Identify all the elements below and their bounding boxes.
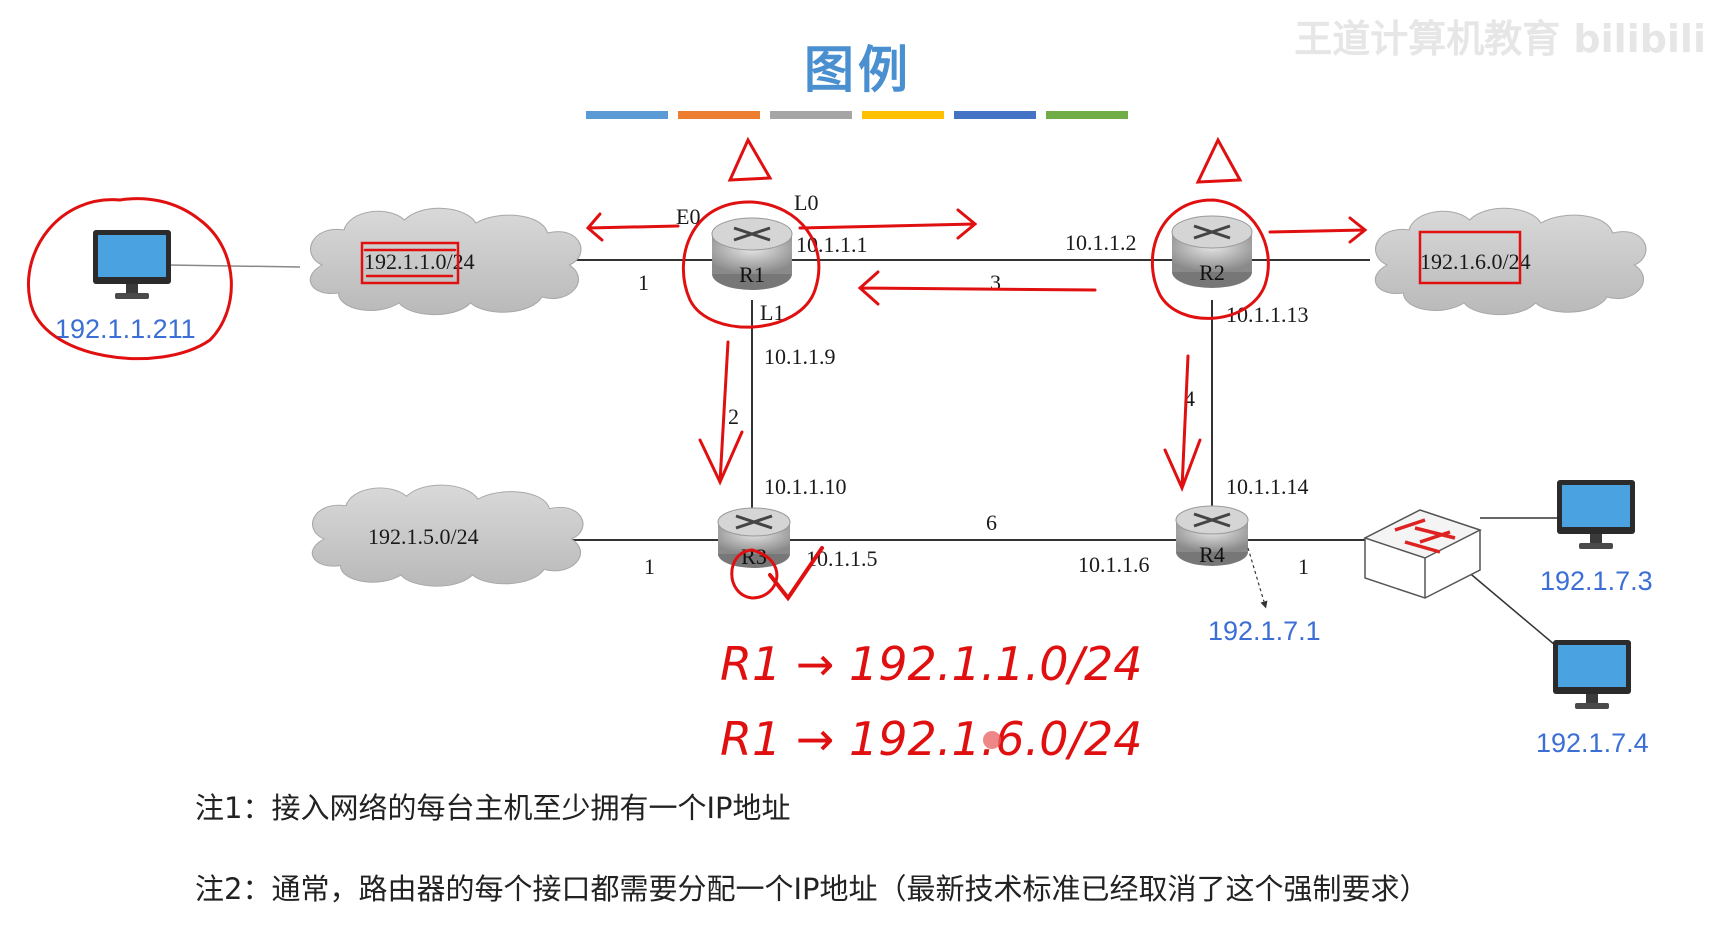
- arrow-left-net1: [585, 212, 680, 242]
- r3-label: R3: [741, 544, 767, 569]
- handwritten-annotations: [27, 136, 1522, 602]
- handwritten-line-1: R1 → 192.1.1.0/24: [720, 637, 1143, 691]
- legend-bar-1: [586, 111, 668, 119]
- r4-label: R4: [1199, 542, 1225, 567]
- r2-label: R2: [1199, 260, 1225, 285]
- triangle-r2: [1195, 136, 1243, 184]
- cloud-net5: 192.1.5.0/24: [311, 484, 584, 587]
- iface-r2-left: 10.1.1.2: [1065, 230, 1137, 255]
- link-switch-host4: [1459, 564, 1556, 646]
- checkmark-r3: [768, 546, 824, 602]
- box-net1: [360, 241, 460, 285]
- link-label-r1-r2: 3: [990, 270, 1001, 295]
- cloud-net6: 192.1.6.0/24: [1374, 207, 1647, 316]
- iface-r4-left: 10.1.1.6: [1078, 552, 1150, 577]
- iface-l0: L0: [794, 190, 818, 215]
- router-r4: R4: [1175, 505, 1249, 567]
- link-label-r3-r4: 6: [986, 510, 997, 535]
- host-3-label: 192.1.7.3: [1540, 566, 1653, 596]
- legend-bar-2: [678, 111, 760, 119]
- net6-label: 192.1.6.0/24: [1420, 249, 1531, 274]
- iface-r1-right: 10.1.1.1: [796, 232, 868, 257]
- circle-r2: [1150, 198, 1270, 320]
- link-label-net5-r3: 1: [644, 554, 655, 579]
- handwritten-line-2: R1 → 192.1.6.0/24: [720, 712, 1143, 766]
- host-1-monitor-icon: [93, 230, 171, 299]
- page-title: 图例: [804, 41, 912, 99]
- link-label-r4-switch: 1: [1298, 554, 1309, 579]
- net5-label: 192.1.5.0/24: [368, 524, 479, 549]
- iface-r1-down: 10.1.1.9: [764, 344, 836, 369]
- arrow-right-net6: [1268, 216, 1368, 244]
- iface-r4-up: 10.1.1.14: [1226, 474, 1309, 499]
- watermark: 王道计算机教育 bilibili: [1294, 17, 1706, 61]
- gateway-label: 192.1.7.1: [1208, 616, 1321, 646]
- legend-bars: [586, 111, 1128, 119]
- iface-r2-down: 10.1.1.13: [1226, 302, 1309, 327]
- circle-r3: [730, 548, 779, 600]
- legend-bar-6: [1046, 111, 1128, 119]
- gateway-pointer: [1247, 547, 1268, 609]
- link-label-net1-r1: 1: [638, 270, 649, 295]
- r1-label: R1: [739, 262, 765, 287]
- switch-icon: [1363, 509, 1482, 599]
- router-r2: R2: [1171, 215, 1253, 288]
- legend-bar-5: [954, 111, 1036, 119]
- link-label-r1-r3: 2: [728, 404, 739, 429]
- cloud-net1: 192.1.1.0/24: [309, 207, 582, 316]
- arrow-down-r1-r3: [698, 340, 744, 486]
- arrow-down-r2-r4: [1163, 354, 1202, 492]
- host-4-monitor-icon: [1553, 640, 1631, 709]
- arrow-r2-to-r1: [857, 270, 1097, 306]
- host-4-label: 192.1.7.4: [1536, 728, 1649, 758]
- circle-host1: [27, 197, 233, 361]
- iface-r3-up: 10.1.1.10: [764, 474, 847, 499]
- circle-r1: [681, 200, 821, 329]
- triangle-r1: [727, 136, 773, 182]
- host1-to-net1-line: [167, 264, 301, 268]
- net1-label: 192.1.1.0/24: [364, 249, 475, 274]
- router-r3: R3: [717, 507, 791, 569]
- arrow-r1-to-r2: [798, 208, 978, 240]
- host-3-monitor-icon: [1557, 480, 1635, 549]
- note-2: 注2：通常，路由器的每个接口都需要分配一个IP地址（最新技术标准已经取消了这个强…: [195, 872, 1429, 906]
- router-r1: R1: [711, 217, 793, 290]
- box-net6: [1418, 230, 1522, 285]
- links: [167, 259, 1560, 646]
- legend-bar-4: [862, 111, 944, 119]
- pointer-dot: [983, 731, 1001, 749]
- legend-bar-3: [770, 111, 852, 119]
- note-1: 注1：接入网络的每台主机至少拥有一个IP地址: [195, 791, 791, 825]
- link-label-r2-r4: 4: [1184, 386, 1195, 411]
- host-1-label: 192.1.1.211: [55, 314, 196, 344]
- iface-r3-right: 10.1.1.5: [806, 546, 878, 571]
